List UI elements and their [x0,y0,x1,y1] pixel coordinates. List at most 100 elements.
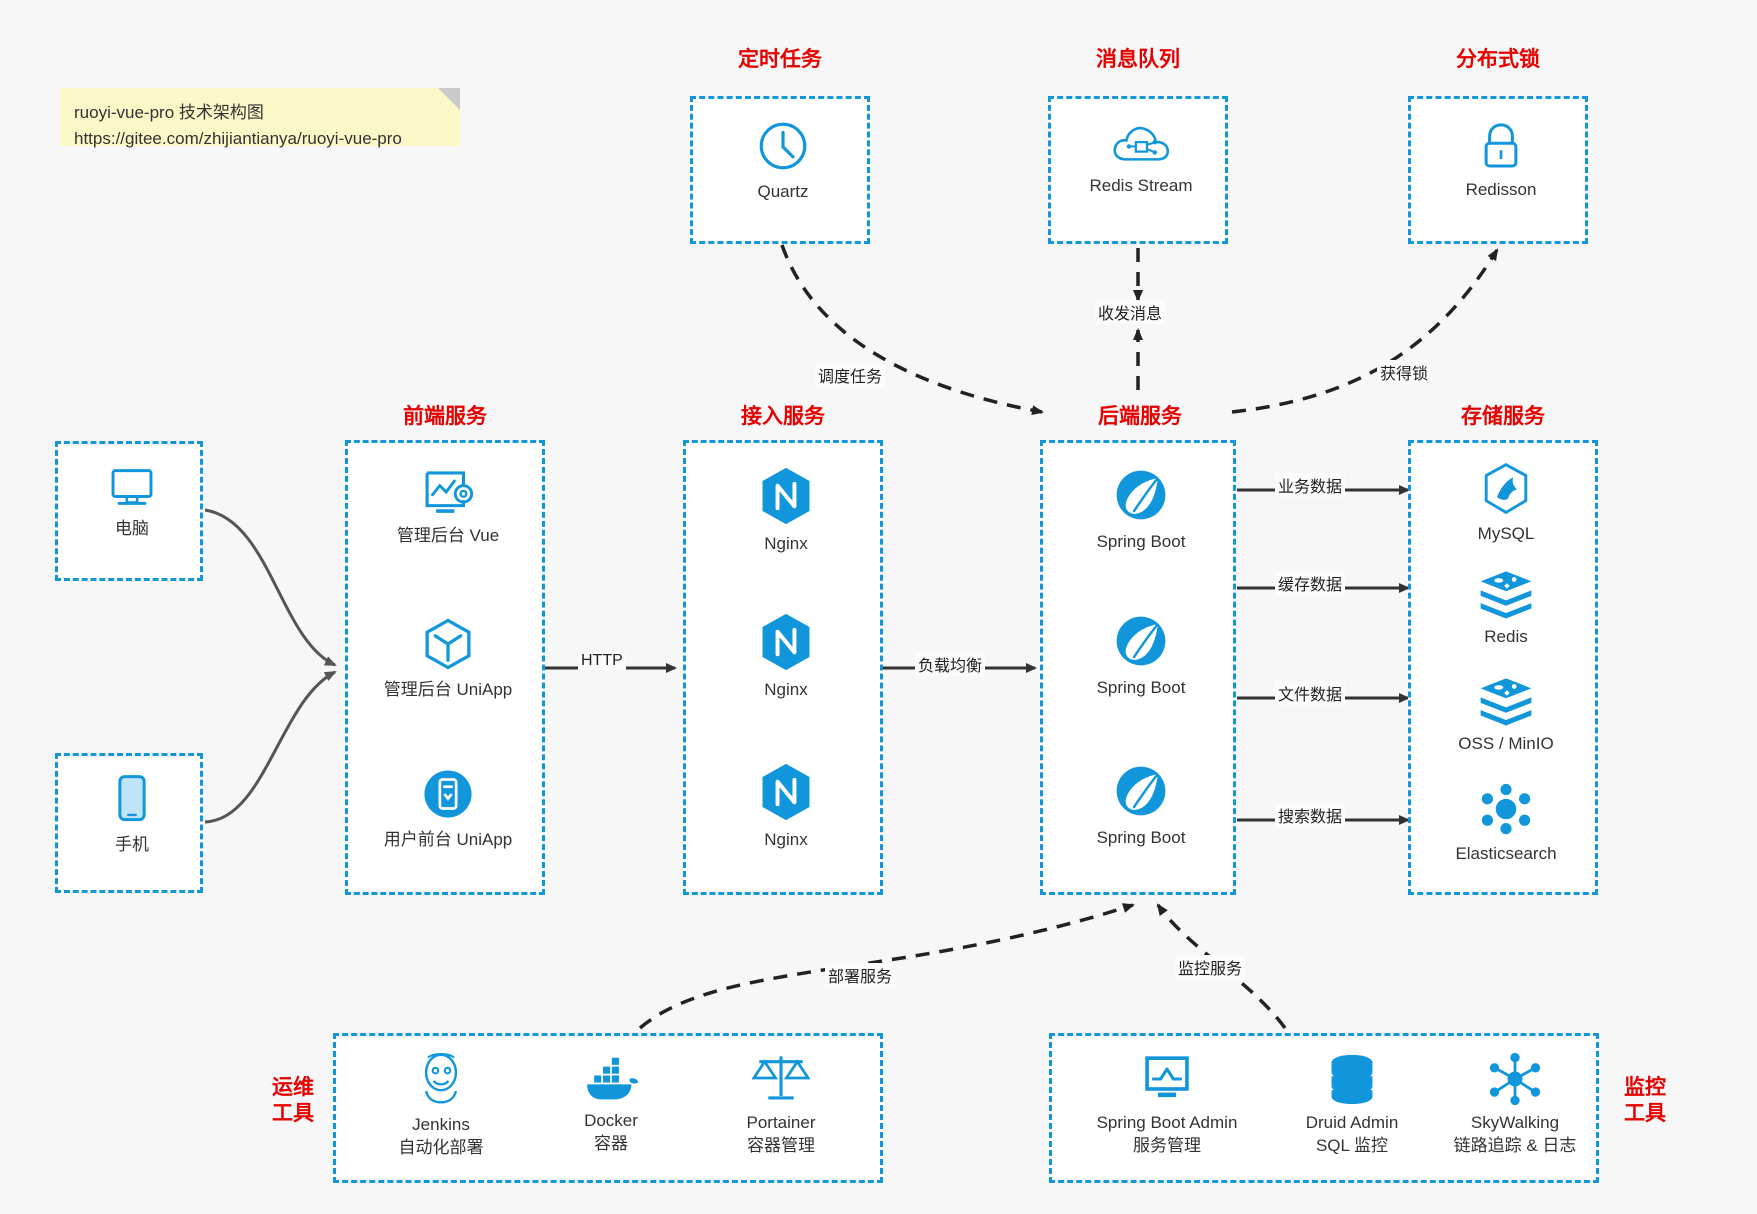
node-elasticsearch[interactable]: Elasticsearch [1411,783,1601,866]
node-skywalking[interactable]: SkyWalking 链路追踪 & 日志 [1430,1052,1600,1158]
diagram-note: ruoyi-vue-pro 技术架构图 https://gitee.com/zh… [60,88,460,148]
node-admin-uniapp[interactable]: 管理后台 UniApp [348,615,548,702]
node-label: 管理后台 UniApp [383,680,513,699]
node-label: OSS / MinIO [1458,734,1554,753]
node-sublabel: 自动化部署 [398,1137,484,1157]
node-label: Portainer [746,1113,816,1132]
node-label: Nginx [764,534,808,553]
edge-label-http: HTTP [578,652,626,670]
docker-icon [587,1057,639,1100]
skywalking-icon [1489,1052,1541,1106]
node-admin-vue[interactable]: 管理后台 Vue [348,465,548,548]
node-label: Redisson [1465,180,1537,199]
edge-label-biz-data: 业务数据 [1275,473,1346,497]
node-nginx-1[interactable]: Nginx [686,465,886,556]
group-title-monitor-tools: 监控 工具 [1610,1075,1680,1128]
node-sublabel: SQL 监控 [1315,1135,1389,1155]
oss-minio-icon [1480,678,1532,726]
node-sublabel: 容器管理 [747,1135,815,1155]
group-frontend: 管理后台 Vue 管理后台 UniApp 用户前台 UniApp [345,440,545,895]
node-spring-boot-3[interactable]: Spring Boot [1043,761,1239,850]
node-label: Druid Admin [1305,1113,1399,1132]
edge-label-cache-data: 缓存数据 [1275,571,1346,595]
ops-title-line2: 工具 [272,1102,314,1126]
node-redisson[interactable]: Redisson [1411,117,1591,202]
node-label: SkyWalking [1470,1113,1560,1132]
cloud-stream-icon [1113,126,1170,161]
group-title-backend: 后端服务 [1098,405,1182,428]
edge-mobile-to-frontend [204,670,337,824]
jenkins-icon [424,1053,458,1104]
node-mysql[interactable]: MySQL [1411,461,1601,546]
group-client-mobile: 手机 [55,753,203,893]
edge-label-deploy: 部署服务 [825,963,896,987]
edge-backend-to-redisson [1231,248,1499,414]
group-title-message-queue: 消息队列 [1096,48,1180,71]
node-sublabel: 服务管理 [1133,1135,1201,1155]
node-label: Nginx [764,830,808,849]
mobile-app-icon [424,770,472,818]
node-redis[interactable]: Redis [1411,568,1601,649]
redis-icon [1480,571,1532,619]
node-label: Spring Boot [1096,678,1186,697]
nginx-icon [762,613,810,671]
node-docker[interactable]: Docker 容器 [536,1054,686,1156]
monitor-title-line2: 工具 [1624,1102,1666,1126]
node-label: 用户前台 UniApp [383,830,513,849]
monitor-title-line1: 监控 [1624,1076,1666,1099]
edge-label-schedule: 调度任务 [815,363,886,387]
node-label: Docker [584,1111,638,1130]
spring-boot-icon [1116,616,1166,666]
node-spring-boot-2[interactable]: Spring Boot [1043,611,1239,700]
node-redis-stream[interactable]: Redis Stream [1051,117,1231,198]
node-label: 管理后台 Vue [396,526,500,545]
node-oss-minio[interactable]: OSS / MinIO [1411,675,1601,756]
node-label: Elasticsearch [1455,844,1557,863]
dashboard-gear-icon [425,471,474,513]
node-spring-boot-1[interactable]: Spring Boot [1043,465,1239,554]
group-storage: MySQL Redis OSS / MinIO [1408,440,1598,895]
node-label: Spring Boot [1096,532,1186,551]
node-user-uniapp[interactable]: 用户前台 UniApp [348,765,548,852]
node-quartz[interactable]: Quartz [693,117,873,204]
group-title-frontend: 前端服务 [403,405,487,428]
group-title-distributed-lock: 分布式锁 [1456,48,1540,71]
node-sublabel: 链路追踪 & 日志 [1453,1135,1577,1155]
edge-label-mq: 收发消息 [1095,300,1166,324]
group-client-desktop: 电脑 [55,441,203,581]
node-label: Nginx [764,680,808,699]
node-label: Quartz [757,182,809,201]
nginx-icon [762,467,810,525]
node-nginx-3[interactable]: Nginx [686,761,886,852]
node-label: Spring Boot Admin [1096,1113,1238,1132]
edge-label-search-data: 搜索数据 [1275,803,1346,827]
nginx-icon [762,763,810,821]
group-message-queue: Redis Stream [1048,96,1228,244]
node-nginx-2[interactable]: Nginx [686,611,886,702]
edge-label-lb: 负载均衡 [915,652,986,676]
group-ops-tools: Jenkins 自动化部署 Docker 容器 [333,1033,883,1183]
node-jenkins[interactable]: Jenkins 自动化部署 [366,1050,516,1160]
monitor-chart-icon [1145,1056,1189,1098]
group-gateway: Nginx Nginx Nginx [683,440,883,895]
edge-label-lock: 获得锁 [1377,360,1432,384]
node-label: Spring Boot [1096,828,1186,847]
note-title: ruoyi-vue-pro 技术架构图 [74,103,264,122]
node-spring-boot-admin[interactable]: Spring Boot Admin 服务管理 [1072,1052,1262,1158]
node-portainer[interactable]: Portainer 容器管理 [706,1050,856,1158]
lock-icon [1484,123,1518,168]
group-title-scheduled-task: 定时任务 [738,48,822,71]
group-title-ops-tools: 运维 工具 [258,1075,328,1128]
node-mobile[interactable]: 手机 [58,772,206,857]
mobile-icon [118,775,146,822]
edge-label-monitor: 监控服务 [1175,955,1246,979]
ops-title-line1: 运维 [272,1076,314,1099]
edge-desktop-to-frontend [204,508,337,667]
note-fold-icon [438,88,460,110]
desktop-icon [111,469,153,505]
node-label: 手机 [115,835,149,854]
node-druid-admin[interactable]: Druid Admin SQL 监控 [1267,1052,1437,1158]
clock-icon [759,122,807,170]
node-desktop[interactable]: 电脑 [58,462,206,541]
